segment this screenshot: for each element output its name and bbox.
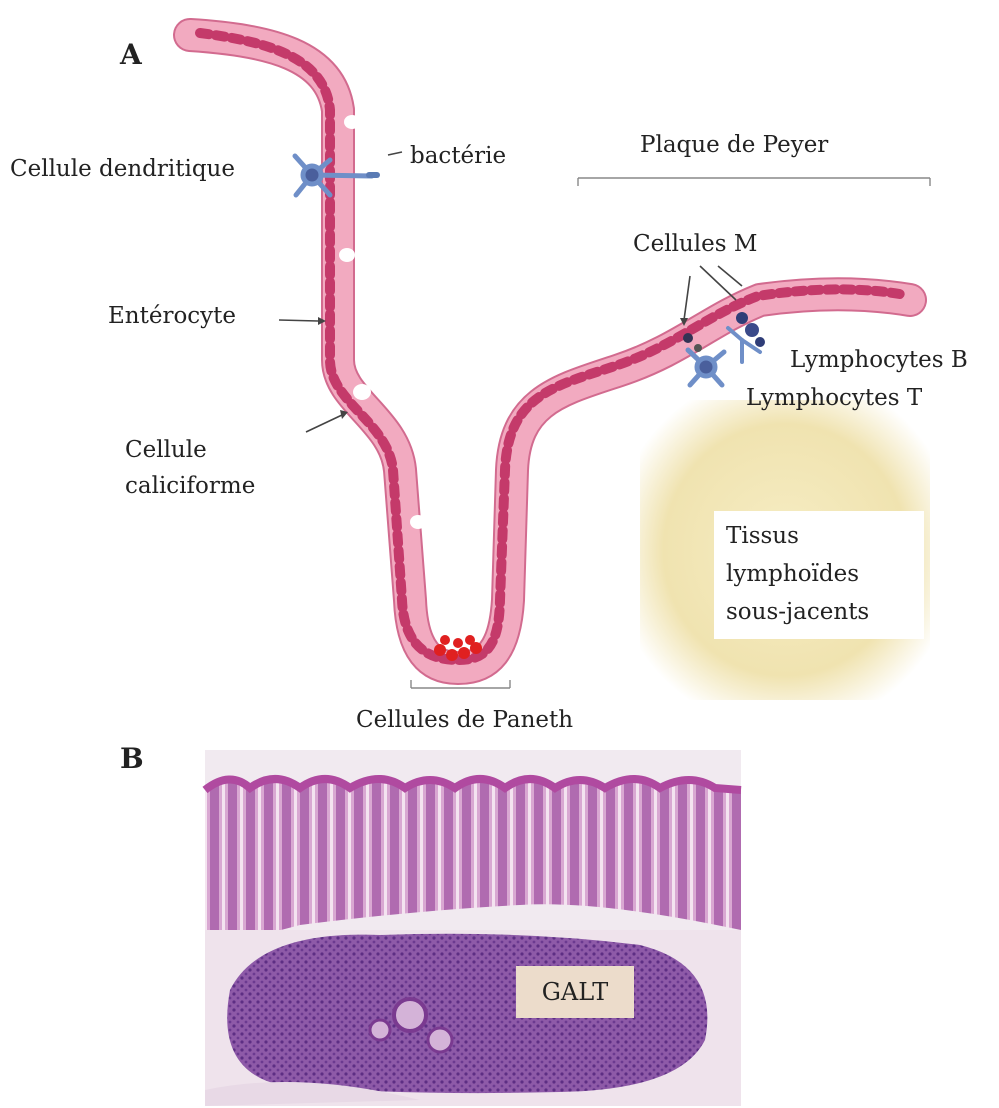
bacteria-icon <box>366 172 380 178</box>
label-lymphocytes-t: Lymphocytes T <box>746 384 922 413</box>
label-tissus-3: sous-jacents <box>726 598 869 627</box>
goblet-arrow <box>306 415 342 432</box>
label-bacterie: bactérie <box>410 142 506 171</box>
label-tissus-1: Tissus <box>726 522 799 551</box>
label-galt: GALT <box>516 966 634 1018</box>
enterocyte-arrow <box>279 320 318 321</box>
goblet-cell <box>353 384 371 400</box>
m-cell-arrow-1 <box>684 276 690 320</box>
dendritic-cell-dome <box>688 350 724 385</box>
peyer-patch-bracket <box>578 178 930 186</box>
label-cellules-de-paneth: Cellules de Paneth <box>356 706 573 735</box>
label-cellules-m: Cellules M <box>633 230 757 259</box>
m-cell-arrow-3 <box>718 266 742 286</box>
bacteria-arrow <box>388 152 402 155</box>
galt-text: GALT <box>542 978 609 1006</box>
histology-micrograph <box>205 750 741 1106</box>
goblet-cell <box>339 248 355 262</box>
label-lymphocytes-b: Lymphocytes B <box>790 346 968 375</box>
goblet-cell <box>344 115 360 129</box>
label-cellule-dendritique: Cellule dendritique <box>10 155 235 184</box>
label-tissus-2: lymphoïdes <box>726 560 859 589</box>
label-enterocyte: Entérocyte <box>108 302 236 331</box>
label-plaque-de-peyer: Plaque de Peyer <box>640 131 828 160</box>
label-cellule-caliciforme-1: Cellule <box>125 436 207 465</box>
label-cellule-caliciforme-2: caliciforme <box>125 472 255 501</box>
goblet-cell <box>410 515 426 529</box>
m-cell-arrow-2 <box>700 266 736 300</box>
